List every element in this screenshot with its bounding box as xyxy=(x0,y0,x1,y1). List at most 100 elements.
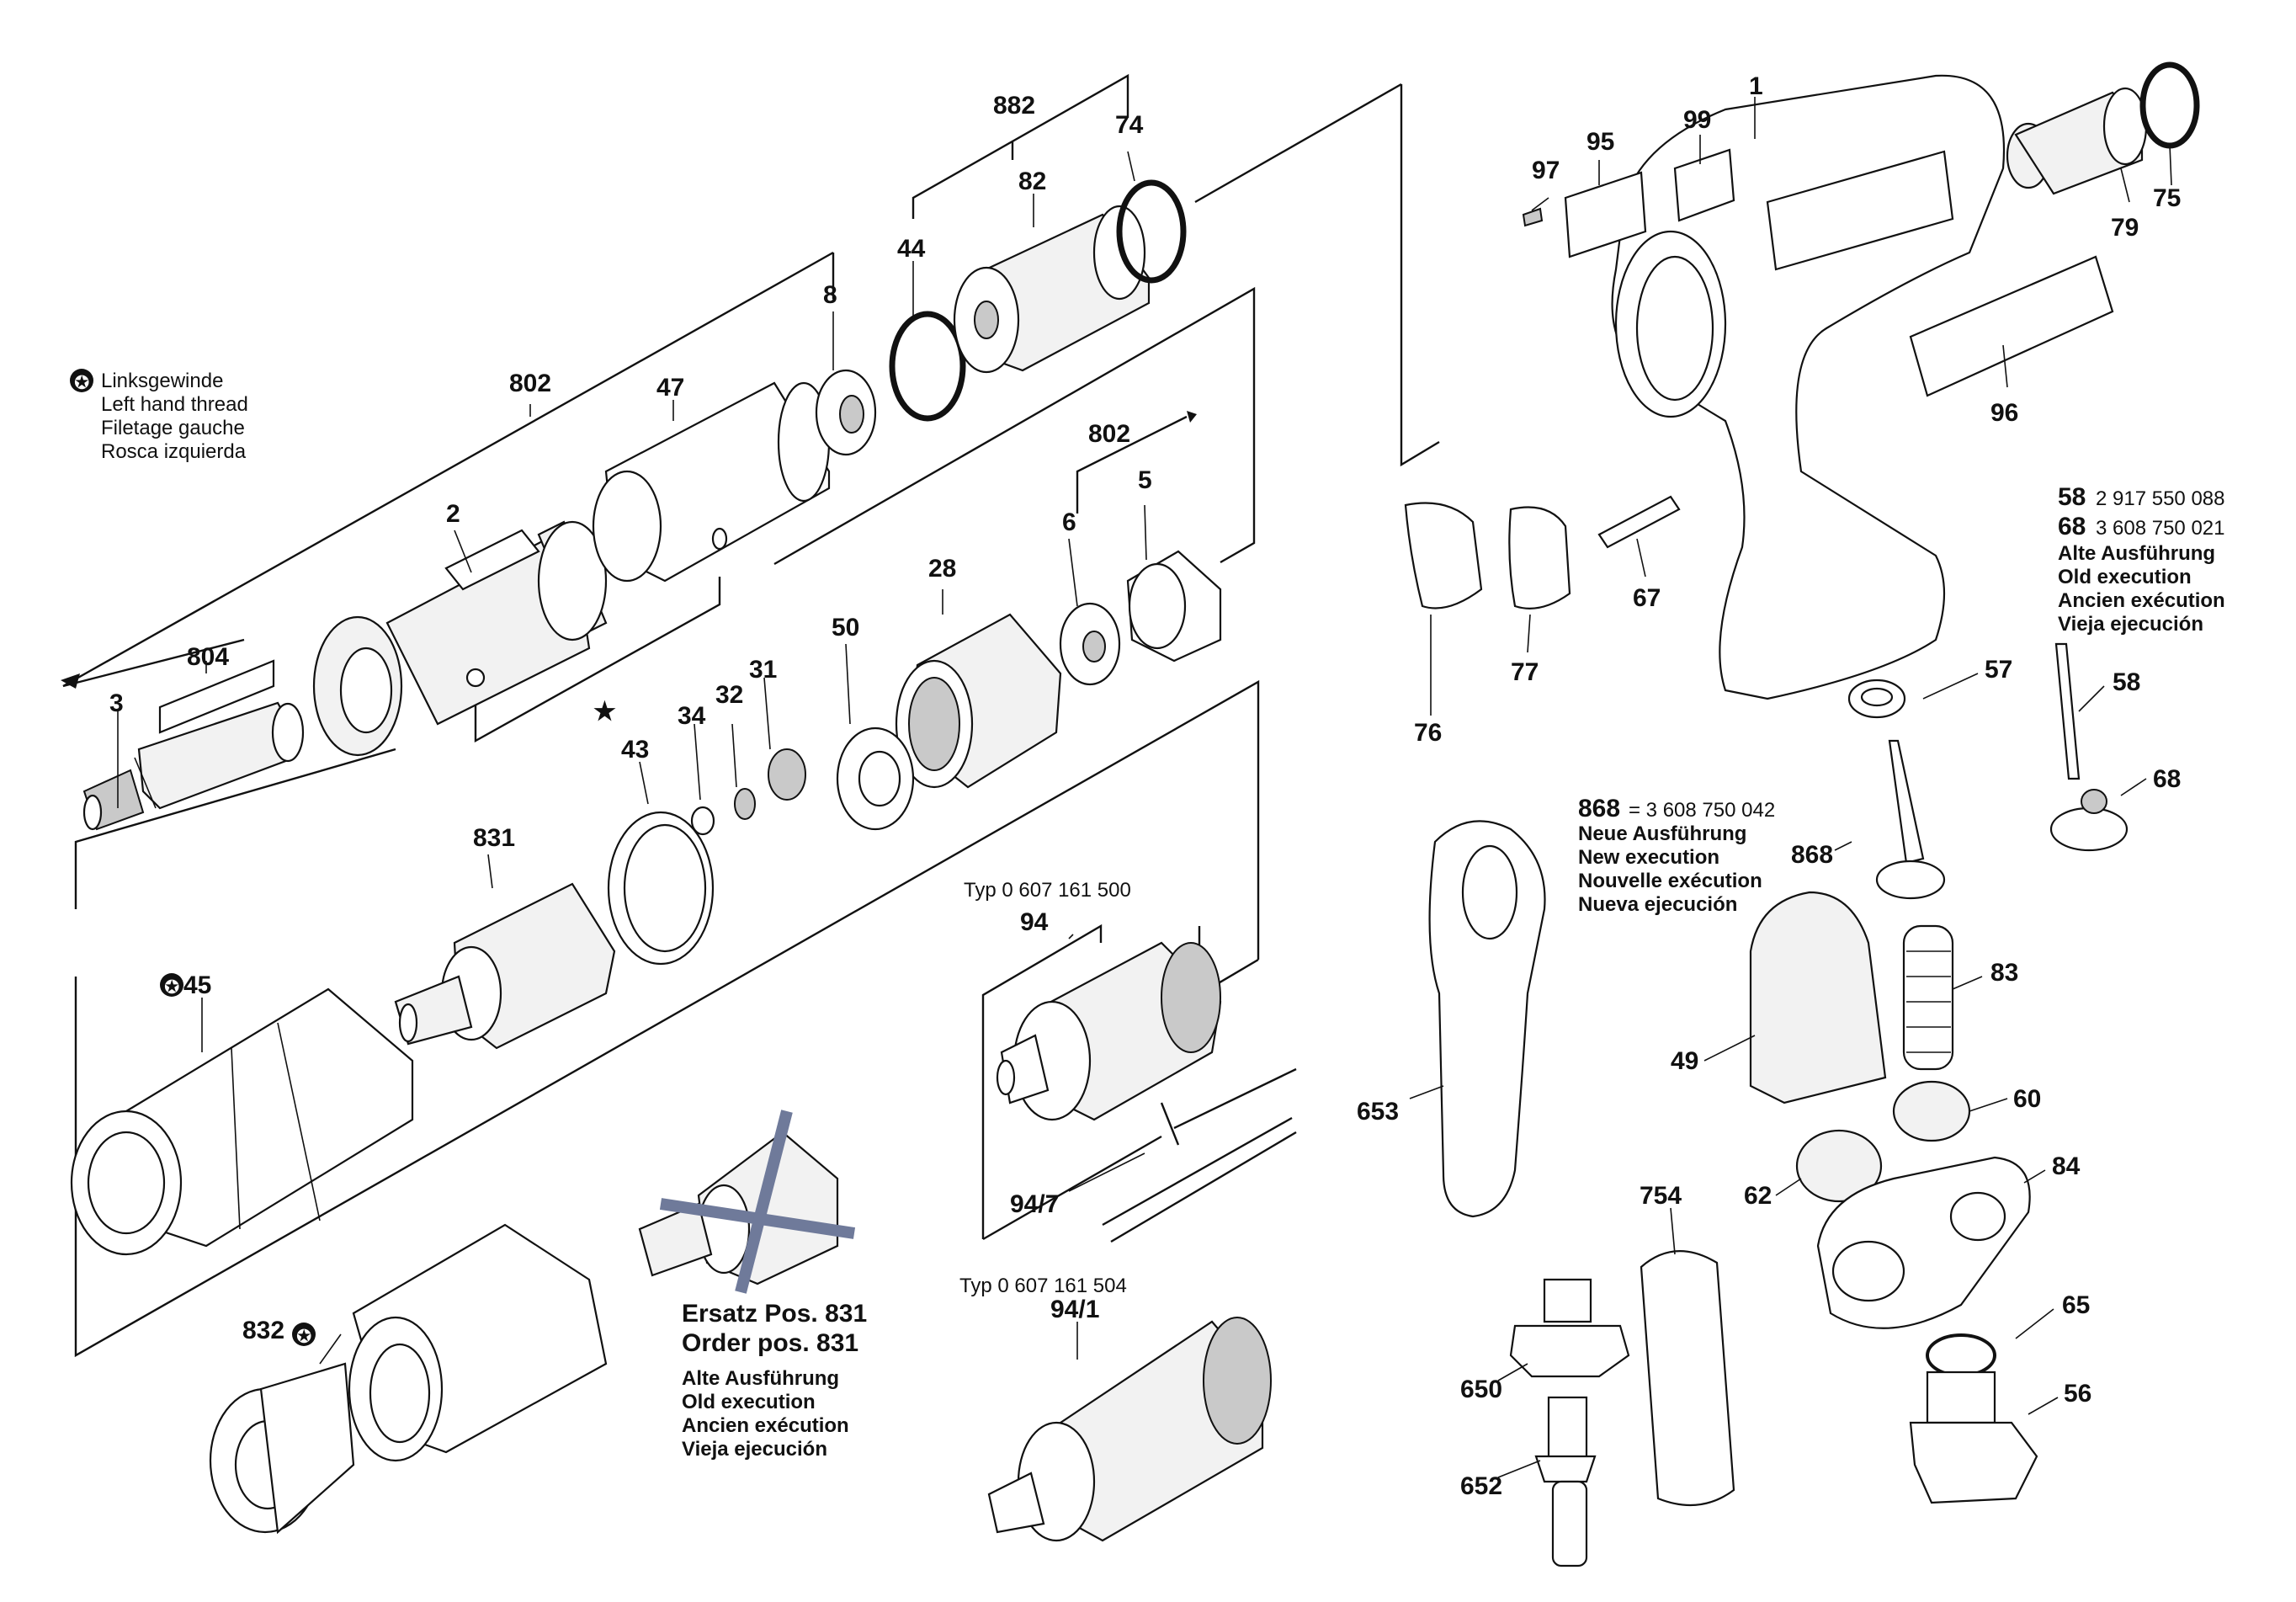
trigger-76 xyxy=(1404,502,1483,609)
screen-60 xyxy=(1892,1080,1971,1142)
svg-text:Old execution: Old execution xyxy=(682,1391,816,1413)
label-56: 56 xyxy=(2064,1380,2091,1408)
label-62: 62 xyxy=(1744,1182,1772,1210)
legend-left-thread: Linksgewinde Left hand thread Filetage g… xyxy=(101,370,248,463)
label-6: 6 xyxy=(1062,508,1076,536)
label-67: 67 xyxy=(1633,584,1661,612)
label-94-7: 94/7 xyxy=(1010,1190,1059,1218)
legend-line-fr: Filetage gauche xyxy=(101,417,245,439)
label-79: 79 xyxy=(2111,214,2139,242)
left-thread-symbols: ✪ ✪ ✪ xyxy=(70,369,316,1348)
svg-text:Neue Ausführung: Neue Ausführung xyxy=(1578,822,1746,845)
trigger-77 xyxy=(1508,506,1571,609)
svg-text:New execution: New execution xyxy=(1578,846,1719,869)
label-652: 652 xyxy=(1460,1472,1502,1500)
label-1: 1 xyxy=(1749,72,1763,100)
label-97: 97 xyxy=(1532,157,1560,184)
oring-43 xyxy=(607,811,715,966)
type-label-500: Typ 0 607 161 500 xyxy=(964,879,1131,902)
left-thread-icon-45 xyxy=(160,973,183,997)
rotor-3 xyxy=(82,701,305,831)
spring-83 xyxy=(1902,924,1954,1071)
label-84: 84 xyxy=(2052,1152,2081,1180)
left-thread-icon-832 xyxy=(292,1323,316,1346)
oring-65 xyxy=(1926,1333,1996,1377)
replaced-spindle xyxy=(638,1110,856,1294)
label-50: 50 xyxy=(832,614,859,641)
label-60: 60 xyxy=(2013,1085,2041,1113)
label-882: 882 xyxy=(993,92,1035,120)
label-650: 650 xyxy=(1460,1376,1502,1403)
oring-44 xyxy=(889,311,966,422)
plug-79 xyxy=(2006,87,2148,195)
note-old-execution-58-68: 58 2 917 550 088 68 3 608 750 021 Alte A… xyxy=(2058,483,2225,636)
label-653: 653 xyxy=(1357,1098,1399,1126)
label-3: 3 xyxy=(109,689,124,717)
note-replacement-831: Ersatz Pos. 831 Order pos. 831 Alte Ausf… xyxy=(682,1300,867,1461)
svg-text:3 608 750 021: 3 608 750 021 xyxy=(2096,517,2224,540)
label-99: 99 xyxy=(1683,106,1711,134)
adapter-84 xyxy=(1816,1156,2031,1329)
nozzle-868 xyxy=(1875,739,1946,900)
label-868: 868 xyxy=(1791,841,1833,869)
label-83: 83 xyxy=(1990,959,2018,987)
label-831: 831 xyxy=(473,824,515,852)
label-44: 44 xyxy=(897,235,926,263)
legend-line-es: Rosca izquierda xyxy=(101,440,247,463)
sleeve-96 xyxy=(1909,255,2114,397)
star-mark: ★ xyxy=(593,698,616,726)
label-77: 77 xyxy=(1511,658,1539,686)
svg-text:868: 868 xyxy=(1578,795,1620,822)
label-832: 832 xyxy=(242,1317,284,1344)
vane-804 xyxy=(158,659,275,734)
hose-nipple-652 xyxy=(1534,1396,1597,1567)
label-31: 31 xyxy=(749,656,777,684)
bearing-6 xyxy=(1059,602,1121,686)
label-49: 49 xyxy=(1671,1047,1698,1075)
silencer-754 xyxy=(1640,1250,1735,1507)
left-thread-icon xyxy=(70,369,93,392)
valve-82 xyxy=(953,205,1151,374)
leader-lines xyxy=(117,97,2172,1478)
svg-text:Alte Ausführung: Alte Ausführung xyxy=(682,1367,839,1390)
housing-1 xyxy=(1611,74,2006,700)
svg-text:68: 68 xyxy=(2058,513,2086,540)
label-58: 58 xyxy=(2113,668,2140,696)
pin-32 xyxy=(734,788,756,820)
type-label-504: Typ 0 607 161 504 xyxy=(959,1275,1127,1297)
label-95 xyxy=(1564,171,1647,258)
pin-67 xyxy=(1597,495,1681,549)
oring-75 xyxy=(2139,61,2200,149)
key-947 xyxy=(1102,1116,1297,1243)
label-75: 75 xyxy=(2153,184,2181,212)
label-82: 82 xyxy=(1018,168,1046,195)
svg-text:Ancien exécution: Ancien exécution xyxy=(2058,589,2225,612)
label-2: 2 xyxy=(446,500,460,528)
chuck-typ500 xyxy=(996,941,1297,1146)
housing-45 xyxy=(70,987,414,1256)
label-28: 28 xyxy=(928,555,956,583)
screen-62 xyxy=(1795,1129,1883,1203)
ring-gear-28 xyxy=(895,613,1062,789)
washer-34 xyxy=(690,806,715,836)
washer-50 xyxy=(836,726,915,831)
svg-text:2 917 550 088: 2 917 550 088 xyxy=(2096,487,2224,510)
legend-line-en: Left hand thread xyxy=(101,393,248,416)
housing-lower xyxy=(348,1223,608,1462)
svg-text:✪: ✪ xyxy=(74,373,89,394)
label-96: 96 xyxy=(1990,399,2018,427)
svg-text:Alte Ausführung: Alte Ausführung xyxy=(2058,542,2215,565)
legend-line-de: Linksgewinde xyxy=(101,370,223,392)
svg-text:✪: ✪ xyxy=(164,977,179,998)
label-43: 43 xyxy=(621,736,649,764)
label-34: 34 xyxy=(678,702,706,730)
label-57: 57 xyxy=(1985,656,2012,684)
nipple-650 xyxy=(1509,1278,1630,1378)
oring-74 xyxy=(1116,179,1187,284)
knob-68 xyxy=(2049,789,2129,852)
svg-text:= 3 608 750 042: = 3 608 750 042 xyxy=(1629,799,1775,822)
nut-832 xyxy=(209,1362,355,1535)
label-804: 804 xyxy=(187,643,229,671)
